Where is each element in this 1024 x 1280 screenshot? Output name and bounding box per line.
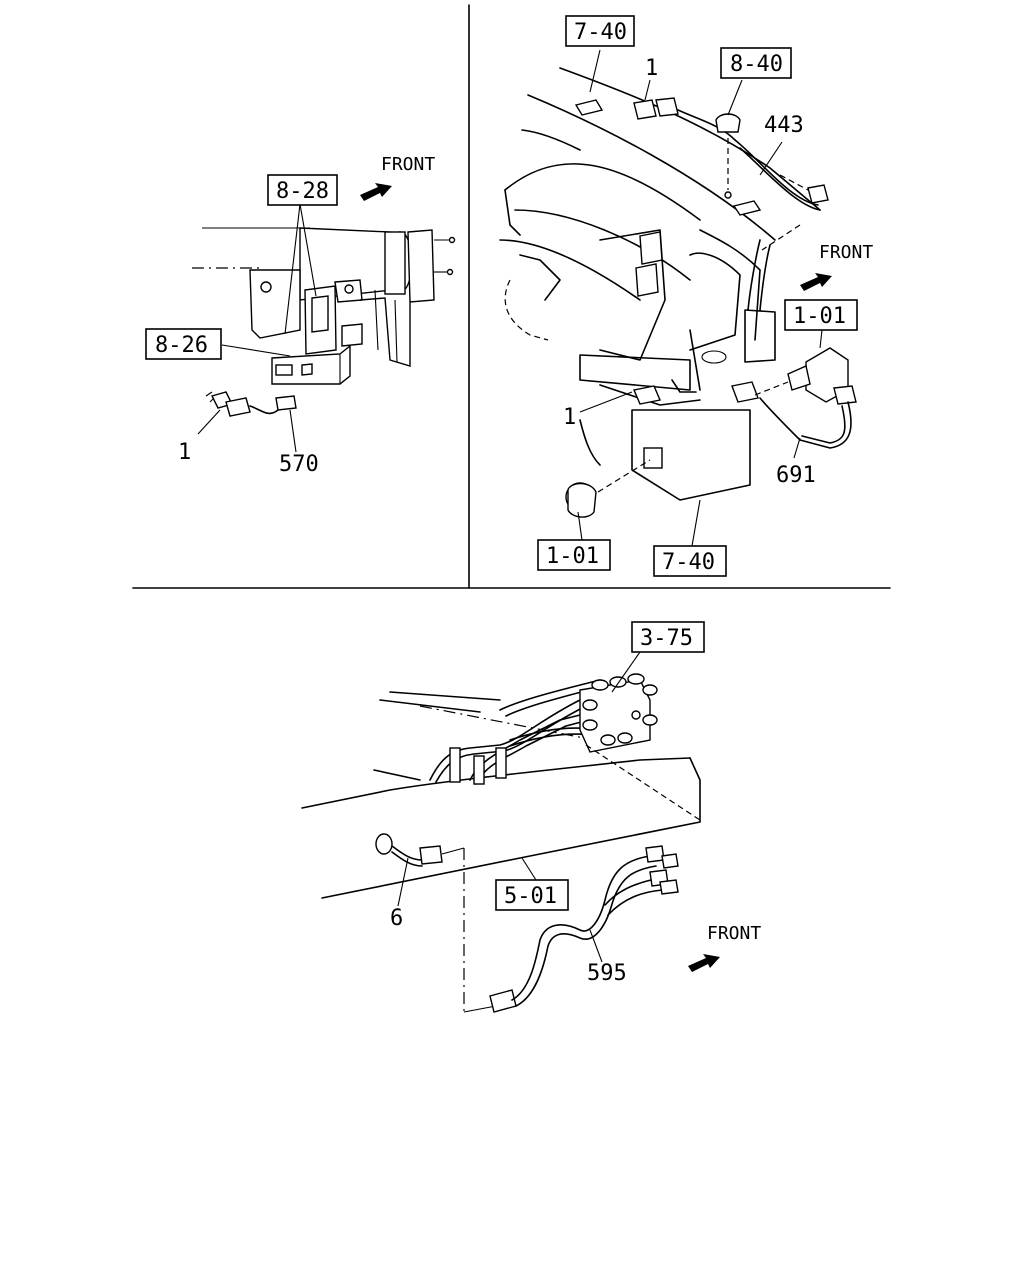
callout-number: 570 bbox=[279, 452, 319, 477]
callout-number: 691 bbox=[776, 463, 816, 488]
ref-box-8-28 bbox=[267, 174, 338, 206]
ref-label: 1-01 bbox=[793, 304, 846, 329]
ref-box-8-40 bbox=[720, 47, 792, 79]
callout-number: 443 bbox=[764, 113, 804, 138]
ref-label: 8-40 bbox=[730, 52, 783, 77]
callout-number: 1 bbox=[178, 440, 191, 465]
ref-box-8-26 bbox=[145, 328, 222, 360]
front-label: FRONT bbox=[381, 154, 435, 175]
ref-label: 3-75 bbox=[640, 626, 693, 651]
front-label: FRONT bbox=[819, 242, 873, 263]
bottom-abs-assembly bbox=[301, 651, 701, 1013]
ref-label: 8-26 bbox=[155, 333, 208, 358]
top-left-assembly bbox=[192, 203, 456, 453]
front-label: FRONT bbox=[707, 923, 761, 944]
ref-label: 7-40 bbox=[574, 20, 627, 45]
front-arrow-icon bbox=[800, 273, 832, 291]
ref-label: 1-01 bbox=[546, 544, 599, 569]
ref-box-5-01 bbox=[495, 879, 569, 911]
front-arrow-icon bbox=[688, 954, 720, 972]
callout-number: 1 bbox=[563, 405, 576, 430]
ref-label: 8-28 bbox=[276, 179, 329, 204]
ref-box-1-01 bbox=[537, 539, 611, 571]
ref-label: 7-40 bbox=[662, 550, 715, 575]
ref-box-1-01 bbox=[784, 299, 858, 331]
front-arrow-icon bbox=[360, 183, 392, 201]
callout-number: 6 bbox=[390, 906, 403, 931]
callout-number: 1 bbox=[645, 56, 658, 81]
top-right-dashboard bbox=[499, 49, 857, 547]
ref-box-7-40 bbox=[653, 545, 727, 577]
callout-number: 595 bbox=[587, 961, 627, 986]
ref-label: 5-01 bbox=[504, 884, 557, 909]
ref-box-7-40 bbox=[565, 15, 635, 47]
ref-box-3-75 bbox=[631, 621, 705, 653]
